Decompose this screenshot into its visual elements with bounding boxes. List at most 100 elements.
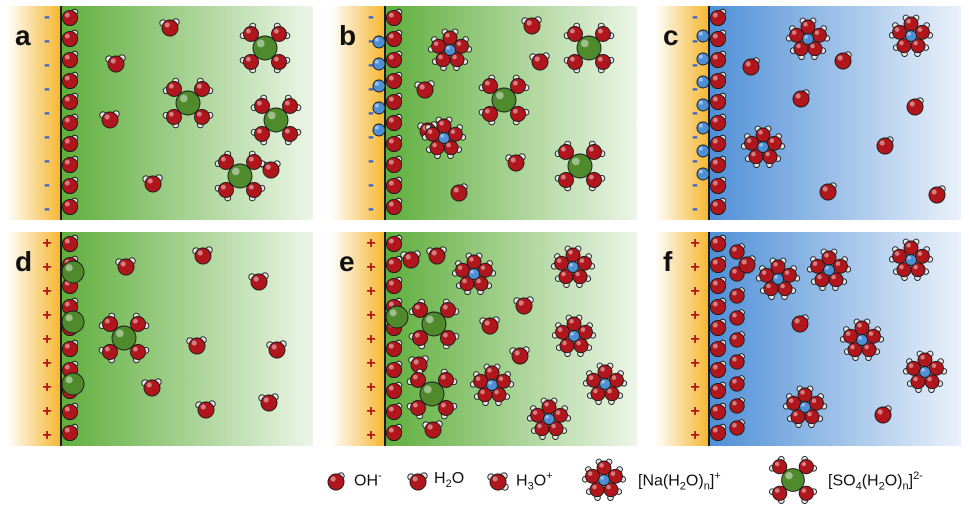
panel-label: d — [15, 246, 33, 277]
adsorbed-sodium — [696, 52, 710, 66]
hydrated-sulfate — [563, 22, 615, 74]
hydroxide-molecule — [709, 134, 727, 153]
hydroxide-icon — [327, 472, 345, 491]
water-molecule — [422, 420, 443, 439]
hydrated-sulfate — [98, 312, 150, 364]
panel-e: +++++++++ e — [331, 232, 637, 446]
surface-charge-sign: - — [368, 126, 374, 146]
surface-charge-sign: + — [366, 427, 375, 444]
surface-charge-sign: + — [42, 235, 51, 252]
water-molecule — [142, 174, 163, 193]
hydroxide-molecule — [61, 176, 79, 195]
surface-charge-sign: + — [42, 307, 51, 324]
panel-label: c — [663, 20, 679, 51]
hydroxide-molecule — [385, 113, 403, 132]
hydrated-sodium — [582, 362, 628, 405]
water-molecule — [258, 393, 279, 412]
water-molecule — [266, 340, 287, 359]
surface-charge-sign: - — [692, 126, 698, 146]
surface-charge-sign: + — [690, 307, 699, 324]
hydroxide-molecule — [729, 397, 745, 414]
surface-charge-sign: - — [692, 78, 698, 98]
hydrated-sodium — [782, 385, 828, 428]
panel-a-scene: --------- — [7, 6, 313, 220]
water-molecule — [509, 346, 530, 365]
surface-charge-sign: + — [690, 403, 699, 420]
electrode — [7, 6, 61, 220]
adsorbed-sodium — [372, 35, 386, 49]
surface-charge-sign: - — [368, 102, 374, 122]
hydroxide-molecule — [61, 155, 79, 174]
hydrated-sodium — [785, 17, 831, 60]
hydroxide-molecule — [709, 255, 727, 274]
panel-d-scene: +++++++++ — [7, 232, 313, 446]
surface-charge-sign: + — [366, 403, 375, 420]
panel-a: --------- a — [7, 6, 313, 220]
legend-h2o: H2O — [400, 454, 490, 506]
surface-charge-sign: + — [42, 379, 51, 396]
water-molecule — [521, 16, 542, 35]
hydroxide-molecule — [61, 197, 79, 216]
hydrated-sodium-icon — [581, 458, 627, 501]
surface-charge-sign: + — [366, 283, 375, 300]
water-molecule — [408, 355, 429, 374]
hydroxide-molecule — [385, 381, 403, 400]
water-molecule — [99, 110, 120, 129]
legend-h2o-label: H2O — [434, 470, 465, 491]
hydroxide-molecule — [709, 29, 727, 48]
adsorbed-sodium — [696, 98, 710, 112]
surface-charge-sign: + — [690, 427, 699, 444]
panel-f: +++++++++ f — [655, 232, 961, 446]
surface-charge-sign: - — [44, 102, 50, 122]
panel-c-scene: --------- — [655, 6, 961, 220]
hydroxide-molecule — [385, 176, 403, 195]
panel-label: f — [663, 246, 673, 277]
hydroxide-molecule — [385, 197, 403, 216]
water-molecule — [426, 246, 447, 265]
hydroxide-molecule — [874, 405, 892, 424]
hydroxide-molecule — [61, 234, 79, 253]
surface-charge-sign: + — [690, 355, 699, 372]
hydroxide-molecule — [385, 234, 403, 253]
hydroxide-molecule — [385, 134, 403, 153]
water-molecule — [414, 80, 435, 99]
surface-charge-sign: + — [366, 331, 375, 348]
surface-charge-sign: - — [44, 30, 50, 50]
hydroxide-molecule — [327, 472, 345, 491]
legend-h3o: H3O+ — [480, 454, 580, 506]
legend-so4: [SO4(H2O)n]2- — [764, 454, 960, 506]
water-molecule — [400, 250, 421, 269]
hydroxide-molecule — [709, 113, 727, 132]
adsorbed-sodium — [372, 57, 386, 71]
adsorbed-sodium — [372, 101, 386, 115]
water-molecule — [248, 272, 269, 291]
water-molecule — [407, 472, 428, 491]
water-molecule — [115, 257, 136, 276]
surface-charge-sign: + — [42, 427, 51, 444]
hydrated-sodium — [526, 397, 572, 440]
hydroxide-molecule — [385, 8, 403, 27]
surface-charge-sign: - — [692, 54, 698, 74]
surface-charge-sign: - — [44, 198, 50, 218]
surface-charge-sign: - — [44, 150, 50, 170]
hydroxide-molecule — [928, 185, 946, 204]
surface-charge-sign: - — [368, 78, 374, 98]
surface-charge-sign: + — [42, 355, 51, 372]
water-molecule — [141, 378, 162, 397]
hydrated-sulfate — [239, 22, 291, 74]
hydroxide-molecule — [450, 183, 468, 202]
hydroxide-molecule — [385, 255, 403, 274]
hydrated-sulfate — [250, 94, 302, 146]
water-molecule — [195, 400, 216, 419]
hydroxide-molecule — [791, 314, 809, 333]
legend-na: [Na(H2O)n]+ — [576, 454, 746, 506]
hydroxide-molecule — [385, 71, 403, 90]
hydrated-sulfate — [162, 77, 214, 129]
surface-charge-sign: - — [368, 54, 374, 74]
hydronium-icon — [487, 472, 509, 491]
hydrated-sulfate — [478, 74, 530, 126]
water-molecule — [186, 336, 207, 355]
surface-charge-sign: - — [368, 198, 374, 218]
surface-charge-sign: - — [368, 30, 374, 50]
hydroxide-molecule — [709, 318, 727, 337]
